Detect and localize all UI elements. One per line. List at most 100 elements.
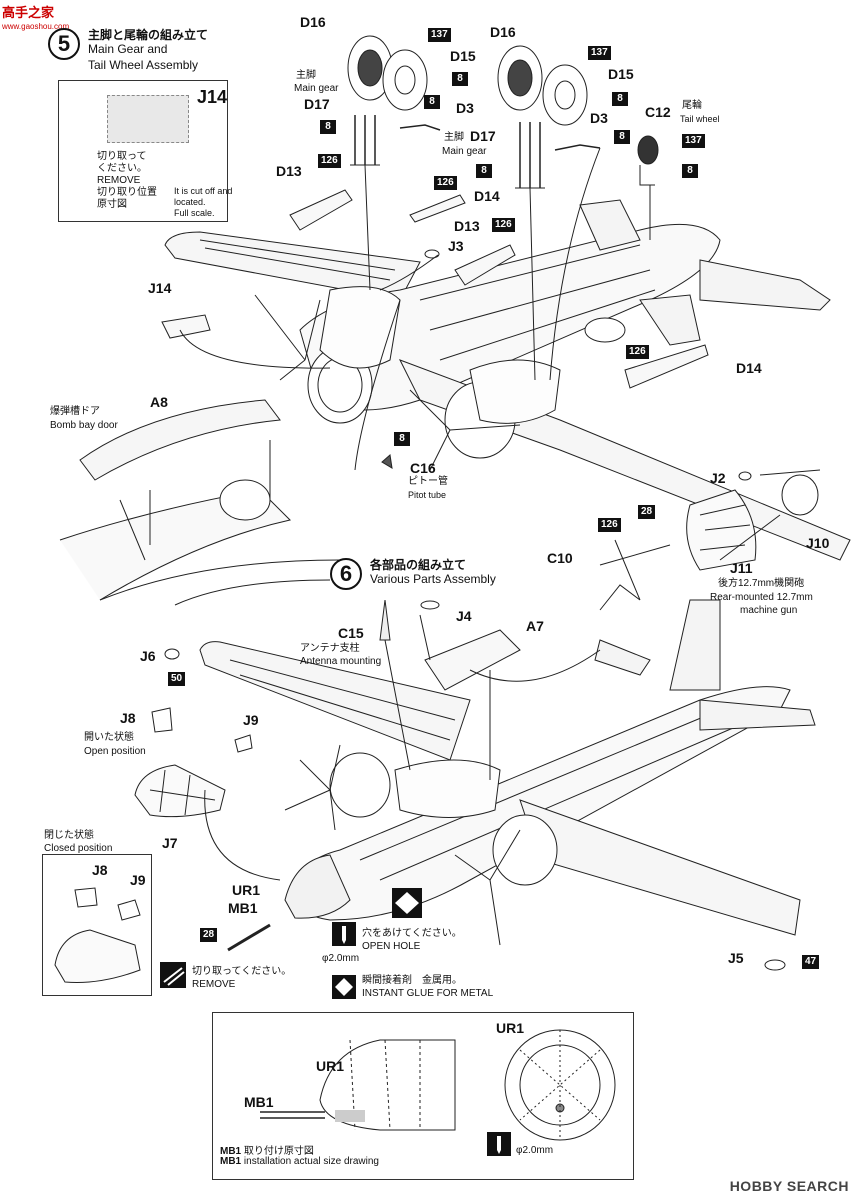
label-d16-right: D16 xyxy=(490,24,516,40)
label-j6: J6 xyxy=(140,648,156,664)
label-d3-left: D3 xyxy=(456,100,474,116)
badge-8-d15-right: 8 xyxy=(612,92,628,106)
mb1-installation-inset xyxy=(212,1012,634,1180)
badge-47: 47 xyxy=(802,955,820,969)
label-j9-closed: J9 xyxy=(130,872,146,888)
label-j10: J10 xyxy=(806,535,830,551)
inset-caption-jp-text: 取り付け原寸図 xyxy=(243,1146,314,1157)
gun-jp: 後方12.7mm機関砲 xyxy=(718,578,805,589)
label-d15-left: D15 xyxy=(450,48,476,64)
main-gear-jp-left: 主脚 xyxy=(296,70,316,81)
badge-50: 50 xyxy=(168,672,186,686)
gun-en-2: machine gun xyxy=(740,605,798,616)
cut-position-en-3: Full scale. xyxy=(174,208,215,218)
open-position-en: Open position xyxy=(84,746,146,757)
label-d17-left: D17 xyxy=(304,96,330,112)
label-c12: C12 xyxy=(645,104,671,120)
step-6-number: 6 xyxy=(330,558,362,590)
label-j11: J11 xyxy=(730,560,753,576)
badge-28-gun: 28 xyxy=(638,505,656,519)
label-j5: J5 xyxy=(728,950,744,966)
bomb-door-jp: 爆弾槽ドア xyxy=(50,406,100,417)
remove-2-en: REMOVE xyxy=(192,979,236,990)
label-d17-right: D17 xyxy=(470,128,496,144)
antenna-en: Antenna mounting xyxy=(300,656,382,667)
open-hole-jp: 穴をあけてください。 xyxy=(362,928,462,939)
tail-wheel-jp: 尾輪 xyxy=(682,100,702,111)
label-j2: J2 xyxy=(710,470,726,486)
label-c15: C15 xyxy=(338,625,364,641)
step-5-title-en-2: Tail Wheel Assembly xyxy=(88,58,199,72)
remove-text-jp-2: ください。 xyxy=(97,163,147,174)
label-a7: A7 xyxy=(526,618,544,634)
gun-en-1: Rear-mounted 12.7mm xyxy=(710,592,813,603)
label-d3-right: D3 xyxy=(590,110,608,126)
site-url: www.gaoshou.com xyxy=(2,22,70,31)
j14-box-label: J14 xyxy=(197,87,228,107)
badge-126-d13-left: 126 xyxy=(318,154,341,168)
hobby-search-watermark: HOBBY SEARCH xyxy=(729,1178,849,1194)
remove-text-en: REMOVE xyxy=(97,175,141,186)
label-ur1: UR1 xyxy=(232,882,261,898)
step-5-number: 5 xyxy=(48,28,80,60)
glue-en: INSTANT GLUE FOR METAL xyxy=(362,988,494,999)
remove-text-jp-1: 切り取って xyxy=(97,151,147,162)
inset-caption-en: MB1 installation actual size drawing xyxy=(220,1156,379,1167)
label-j9-open: J9 xyxy=(243,712,259,728)
badge-8-d15-left: 8 xyxy=(452,72,468,86)
label-d14-left: D14 xyxy=(474,188,500,204)
inset-caption-en-text: installation actual size drawing xyxy=(243,1156,379,1167)
site-logo: 高手之家 xyxy=(2,5,55,20)
badge-8-d3-left: 8 xyxy=(424,95,440,109)
step-6-title-en: Various Parts Assembly xyxy=(370,572,496,586)
badge-28-mb1: 28 xyxy=(200,928,218,942)
cut-position-en-1: It is cut off and xyxy=(174,186,233,196)
badge-126-c10: 126 xyxy=(598,518,621,532)
closed-position-box xyxy=(42,854,152,996)
badge-126-d14-left: 126 xyxy=(434,176,457,190)
label-j14: J14 xyxy=(148,280,172,296)
cut-position-jp-1: 切り取り位置 xyxy=(97,187,157,198)
inset-diameter: φ2.0mm xyxy=(516,1145,554,1156)
inset-caption-en-part: MB1 xyxy=(220,1156,242,1167)
remove-2-jp: 切り取ってください。 xyxy=(192,966,292,977)
step-5-title-jp: 主脚と尾輪の組み立て xyxy=(88,28,209,42)
closed-position-jp: 閉じた状態 xyxy=(44,830,94,841)
cut-position-en-2: located. xyxy=(174,197,206,207)
label-j4: J4 xyxy=(456,608,472,624)
label-mb1: MB1 xyxy=(228,900,258,916)
open-hole-en: OPEN HOLE xyxy=(362,941,421,952)
closed-position-en: Closed position xyxy=(44,843,113,854)
open-position-jp: 開いた状態 xyxy=(84,732,134,743)
label-d14-right: D14 xyxy=(736,360,762,376)
label-d15-right: D15 xyxy=(608,66,634,82)
badge-8-c12: 8 xyxy=(682,164,698,178)
label-a8: A8 xyxy=(150,394,168,410)
main-gear-en-left: Main gear xyxy=(294,83,339,94)
badge-8-d17-right: 8 xyxy=(476,164,492,178)
label-j8-closed: J8 xyxy=(92,862,108,878)
inset-ur1-side-label: UR1 xyxy=(316,1058,345,1074)
badge-137-right: 137 xyxy=(588,46,611,60)
label-j3: J3 xyxy=(448,238,464,254)
inset-mb1-label: MB1 xyxy=(244,1094,274,1110)
j14-cut-box: J14 切り取って ください。 REMOVE 切り取り位置 原寸図 It is … xyxy=(58,80,232,222)
pitot-en: Pitot tube xyxy=(408,490,447,500)
label-j7: J7 xyxy=(162,835,178,851)
pitot-jp: ピトー管 xyxy=(408,476,448,487)
inset-caption-jp: MB1 取り付け原寸図 xyxy=(220,1142,314,1157)
badge-137-c12: 137 xyxy=(682,134,705,148)
bomb-door-en: Bomb bay door xyxy=(50,420,118,431)
label-c10: C10 xyxy=(547,550,573,566)
main-gear-en-right: Main gear xyxy=(442,146,487,157)
label-d13-right: D13 xyxy=(454,218,480,234)
cut-position-jp-2: 原寸図 xyxy=(97,199,127,210)
badge-8-d3-right: 8 xyxy=(614,130,630,144)
label-d13-left: D13 xyxy=(276,163,302,179)
badge-137-left: 137 xyxy=(428,28,451,42)
badge-8-d17-left: 8 xyxy=(320,120,336,134)
hole-diameter: φ2.0mm xyxy=(322,953,360,964)
step-6-title-jp: 各部品の組み立て xyxy=(370,558,467,572)
j14-cut-outline xyxy=(107,95,189,143)
